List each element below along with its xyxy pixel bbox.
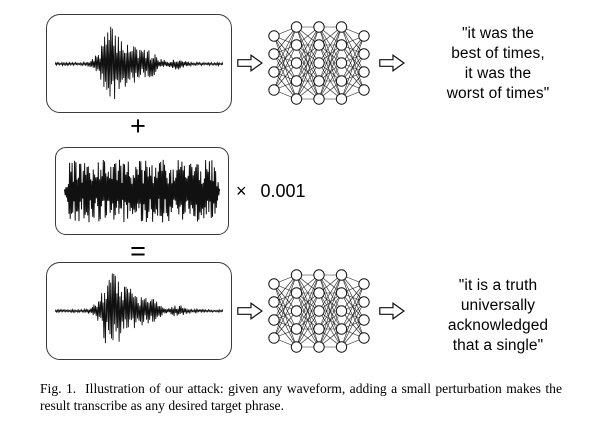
neural-network-icon bbox=[268, 21, 370, 105]
transcript-original: "it was the best of times, it was the wo… bbox=[446, 25, 550, 102]
right-arrow-icon bbox=[379, 54, 405, 72]
figure-caption: Fig. 1.Illustration of our attack: given… bbox=[40, 381, 562, 415]
times-sign: × bbox=[236, 181, 247, 201]
right-arrow-icon bbox=[379, 302, 405, 320]
right-arrow-icon bbox=[237, 302, 263, 320]
transcript-adversarial: "it is a truth universally acknowledged … bbox=[447, 277, 549, 354]
original-waveform-icon bbox=[55, 26, 223, 99]
neural-network-icon bbox=[268, 269, 370, 353]
figure-caption-text: Illustration of our attack: given any wa… bbox=[40, 381, 562, 413]
perturbation-scale: × 0.001 bbox=[236, 180, 306, 202]
adversarial-waveform-icon bbox=[55, 273, 223, 344]
right-arrow-icon bbox=[237, 54, 263, 72]
epsilon-value: 0.001 bbox=[260, 181, 306, 201]
perturbation-waveform-icon bbox=[64, 159, 220, 223]
perturbation-waveform-box bbox=[55, 147, 229, 235]
adversarial-waveform-box bbox=[46, 262, 232, 360]
figure-caption-label: Fig. 1. bbox=[40, 381, 77, 396]
original-waveform-box bbox=[46, 14, 232, 113]
equals-sign: = bbox=[130, 236, 146, 266]
plus-sign: + bbox=[130, 111, 146, 141]
